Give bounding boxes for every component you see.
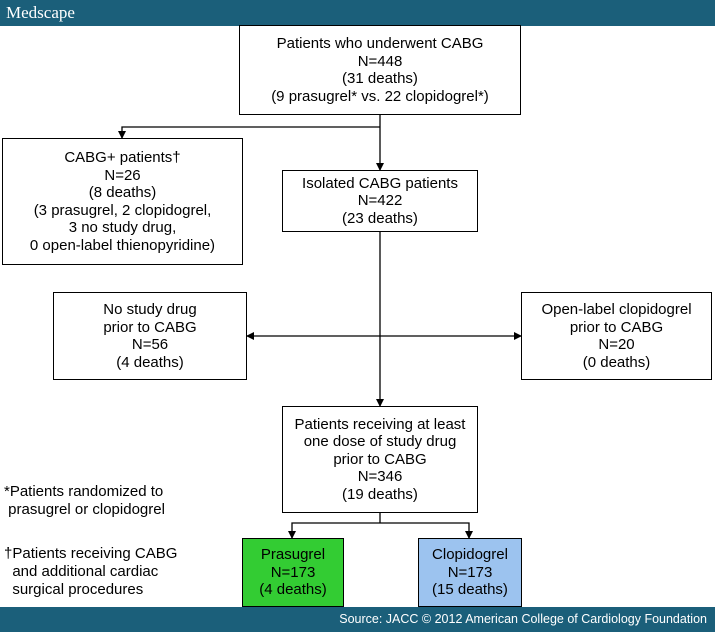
prasugrel-line-2: N=173 xyxy=(270,563,316,581)
cabg-plus-line-2: N=26 xyxy=(104,166,141,184)
cabg-plus-line-1: CABG+ patients† xyxy=(64,149,181,166)
footer-bar: Source: JACC © 2012 American College of … xyxy=(0,607,715,632)
clopidogrel-box: Clopidogrel N=173 (15 deaths) xyxy=(418,538,522,607)
isolated-line-2: N=422 xyxy=(357,192,403,210)
isolated-line-1: Isolated CABG patients xyxy=(302,174,458,192)
footnote-star-line-1: *Patients randomized to xyxy=(4,483,164,500)
top-line-4: (9 prasugrel* vs. 22 clopidogrel*) xyxy=(271,87,489,105)
clopidogrel-line-3: (15 deaths) xyxy=(432,581,508,599)
connector-to-prasugrel xyxy=(288,522,380,539)
study-drug-line-4: N=346 xyxy=(357,468,403,486)
open-label-line-2: prior to CABG xyxy=(569,318,664,336)
connector-to-cabg-plus xyxy=(118,126,380,139)
no-drug-line-4: (4 deaths) xyxy=(116,353,184,371)
no-drug-line-3: N=56 xyxy=(131,336,169,353)
cabg-plus-line-6: 0 open-label thienopyridine) xyxy=(29,236,216,254)
top-line-3: (31 deaths) xyxy=(342,70,418,87)
study-drug-line-5: (19 deaths) xyxy=(342,485,418,503)
open-label-line-1: Open-label clopidogrel xyxy=(541,301,692,318)
clopidogrel-line-2: N=173 xyxy=(447,563,493,581)
top-line-2: N=448 xyxy=(357,52,403,70)
connector-to-clopidogrel xyxy=(380,522,473,539)
top-line-1: Patients who underwent CABG xyxy=(276,35,484,52)
prasugrel-line-1: Prasugrel xyxy=(260,546,326,564)
open-label-line-3: N=20 xyxy=(598,336,635,353)
cabg-plus-line-4: (3 prasugrel, 2 clopidogrel, xyxy=(33,201,212,219)
no-drug-line-1: No study drug xyxy=(103,301,197,318)
study-drug-box: Patients receiving at least one dose of … xyxy=(282,406,478,513)
footnote-dagger: †Patients receiving CABG and additional … xyxy=(4,545,177,599)
isolated-line-3: (23 deaths) xyxy=(342,209,418,227)
top-box: Patients who underwent CABG N=448 (31 de… xyxy=(239,25,521,115)
clopidogrel-line-1: Clopidogrel xyxy=(432,546,508,564)
study-drug-line-2: one dose of study drug xyxy=(303,433,457,451)
study-drug-line-1: Patients receiving at least xyxy=(294,415,466,433)
footnote-dagger-line-3: surgical procedures xyxy=(4,581,144,598)
footnote-dagger-line-1: †Patients receiving CABG xyxy=(4,545,178,562)
footnote-dagger-line-2: and additional cardiac xyxy=(4,563,159,580)
cabg-plus-line-3: (8 deaths) xyxy=(88,184,157,201)
cabg-plus-box: CABG+ patients† N=26 (8 deaths) (3 prasu… xyxy=(2,138,243,265)
footnote-star-line-2: prasugrel or clopidogrel xyxy=(4,501,165,518)
brand-logo: Medscape xyxy=(6,3,75,22)
no-drug-line-2: prior to CABG xyxy=(103,318,197,336)
open-label-line-4: (0 deaths) xyxy=(582,353,651,371)
footnote-star: *Patients randomized to prasugrel or clo… xyxy=(4,483,165,519)
cabg-plus-line-5: 3 no study drug, xyxy=(68,219,177,236)
prasugrel-line-3: (4 deaths) xyxy=(259,581,327,599)
prasugrel-box: Prasugrel N=173 (4 deaths) xyxy=(242,538,344,607)
header-bar: Medscape xyxy=(0,0,715,26)
open-label-box: Open-label clopidogrel prior to CABG N=2… xyxy=(521,292,712,380)
source-credit: Source: JACC © 2012 American College of … xyxy=(339,612,707,626)
isolated-box: Isolated CABG patients N=422 (23 deaths) xyxy=(282,170,478,232)
study-drug-line-3: prior to CABG xyxy=(333,450,427,468)
no-drug-box: No study drug prior to CABG N=56 (4 deat… xyxy=(53,292,247,380)
